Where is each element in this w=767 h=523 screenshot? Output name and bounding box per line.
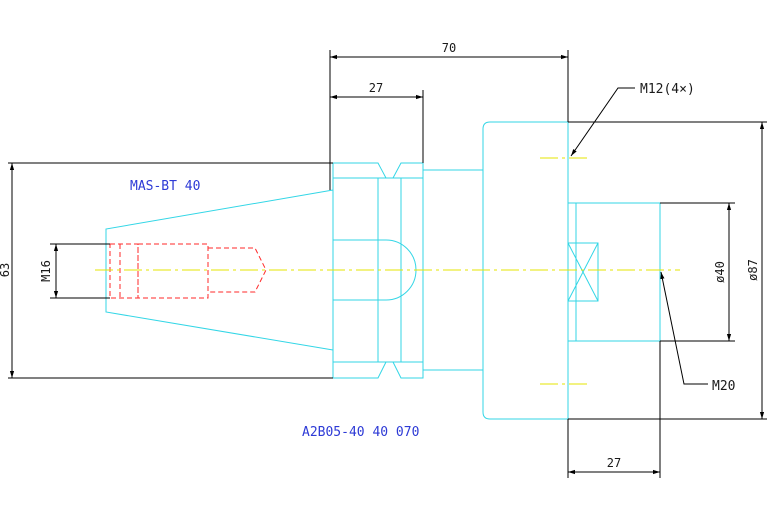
part-number-label: A2B05-40 40 070 [302, 425, 419, 440]
callout-center-thread: M20 [712, 379, 735, 394]
hidden-thread [109, 243, 267, 299]
dim-taper-diameter: 63 [0, 263, 12, 277]
dimension-lines [8, 50, 767, 478]
dim-thread: M16 [39, 260, 53, 282]
tool-holder-outline [105, 121, 661, 420]
dim-taper-to-shoulder: 27 [369, 81, 383, 95]
dim-face-depth: 27 [607, 456, 621, 470]
callout-holes: M12(4×) [640, 82, 695, 97]
centerlines [95, 157, 680, 385]
dim-overall-length: 70 [442, 41, 456, 55]
dim-pilot-diameter: ø40 [713, 261, 727, 283]
taper-standard-label: MAS-BT 40 [130, 179, 200, 194]
dim-flange-diameter: ø87 [746, 259, 760, 281]
